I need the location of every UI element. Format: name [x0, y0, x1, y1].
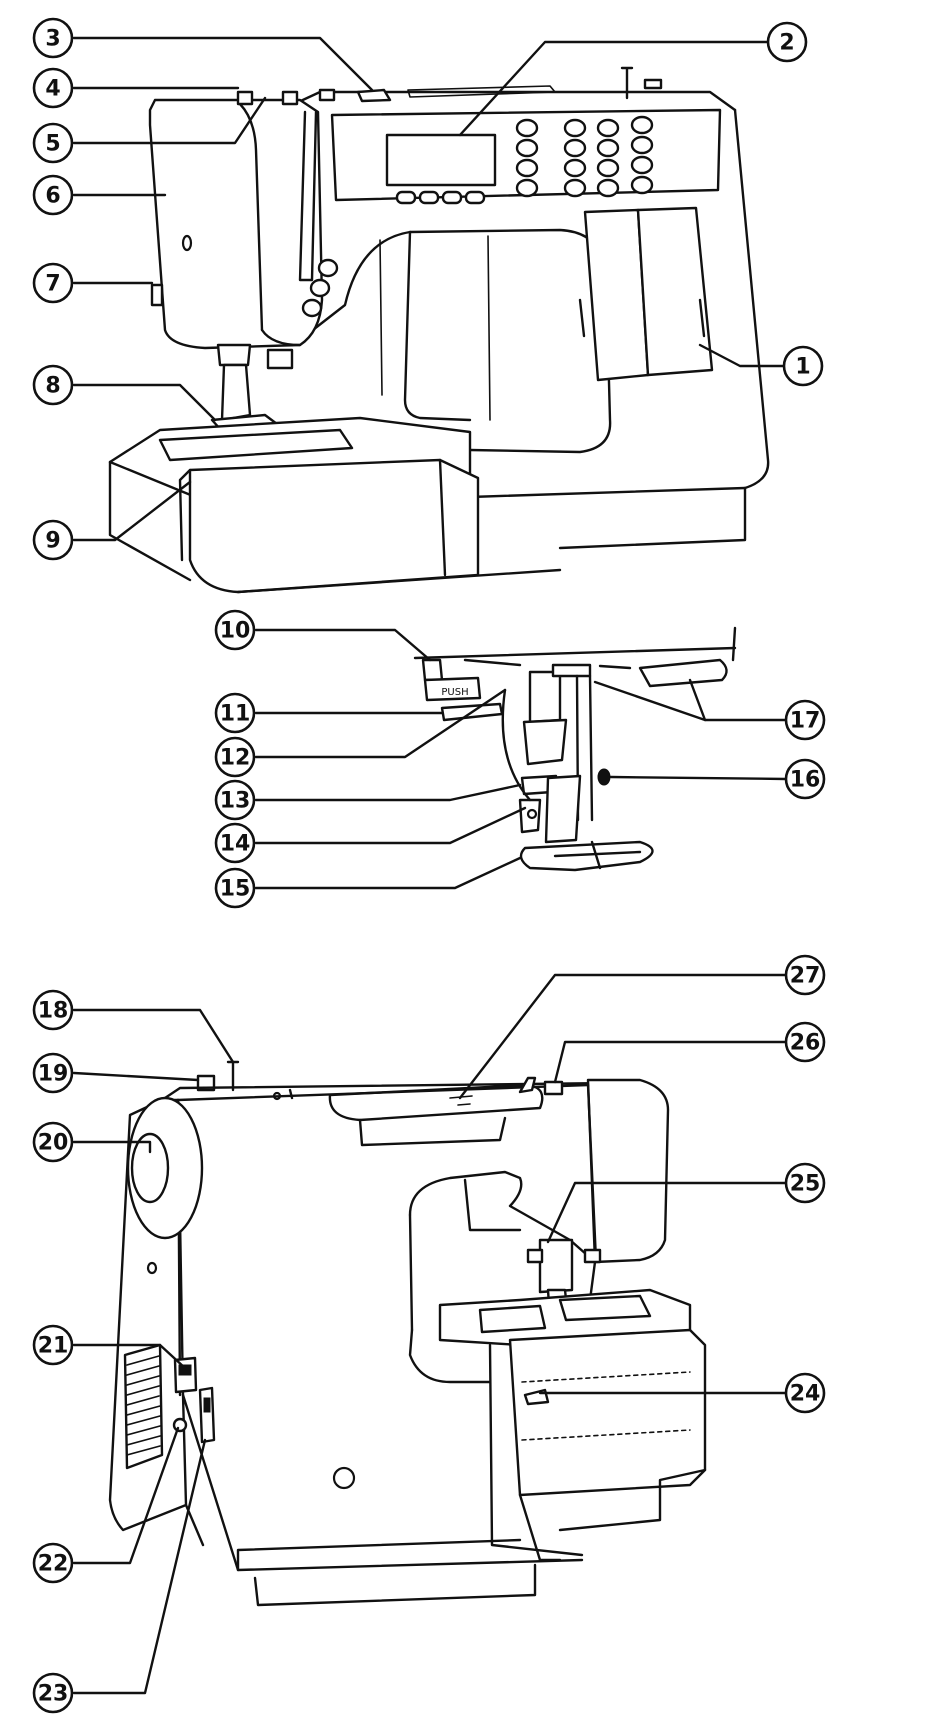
svg-text:5: 5 — [45, 132, 60, 157]
callout-badge-12: 12 — [214, 736, 256, 778]
callout-badge-16: 16 — [784, 758, 826, 800]
svg-text:6: 6 — [45, 184, 60, 209]
svg-text:17: 17 — [790, 709, 821, 734]
svg-text:9: 9 — [45, 529, 60, 554]
callout-badge-19: 19 — [32, 1052, 74, 1094]
svg-text:7: 7 — [45, 272, 60, 297]
svg-text:21: 21 — [38, 1334, 69, 1359]
svg-text:26: 26 — [790, 1031, 821, 1056]
callout-badge-14: 14 — [214, 822, 256, 864]
callout-badge-24: 24 — [784, 1372, 826, 1414]
callout-badge-10: 10 — [214, 609, 256, 651]
callout-badge-9: 9 — [32, 519, 74, 561]
callout-badge-1: 1 — [782, 345, 824, 387]
callout-badge-2: 2 — [766, 21, 808, 63]
badges: 1 2 3 4 5 6 7 8 9 10 11 12 13 14 15 16 1… — [32, 17, 826, 1714]
front-view-machine — [108, 66, 770, 594]
callout-badge-25: 25 — [784, 1162, 826, 1204]
svg-text:3: 3 — [45, 27, 60, 52]
svg-text:15: 15 — [220, 877, 251, 902]
svg-text:1: 1 — [795, 355, 810, 380]
svg-text:14: 14 — [220, 832, 251, 857]
svg-text:22: 22 — [38, 1552, 69, 1577]
presser-foot-detail: PUSH — [413, 626, 737, 872]
callout-badge-6: 6 — [32, 174, 74, 216]
svg-text:27: 27 — [790, 964, 821, 989]
svg-text:11: 11 — [220, 702, 251, 727]
svg-text:12: 12 — [220, 746, 251, 771]
callout-badge-11: 11 — [214, 692, 256, 734]
callout-badge-27: 27 — [784, 954, 826, 996]
svg-text:20: 20 — [38, 1131, 69, 1156]
svg-text:19: 19 — [38, 1062, 69, 1087]
callout-badge-15: 15 — [214, 867, 256, 909]
svg-text:8: 8 — [45, 374, 60, 399]
callout-badge-8: 8 — [32, 364, 74, 406]
svg-text:25: 25 — [790, 1172, 821, 1197]
callout-badge-20: 20 — [32, 1121, 74, 1163]
callout-badge-23: 23 — [32, 1672, 74, 1714]
rear-view-machine — [108, 1060, 707, 1607]
svg-text:18: 18 — [38, 999, 69, 1024]
callout-badge-5: 5 — [32, 122, 74, 164]
callout-badge-26: 26 — [784, 1021, 826, 1063]
callout-badge-3: 3 — [32, 17, 74, 59]
push-label: PUSH — [441, 687, 468, 698]
svg-text:24: 24 — [790, 1382, 821, 1407]
leader-lines — [72, 36, 788, 1695]
callout-badge-7: 7 — [32, 262, 74, 304]
svg-text:16: 16 — [790, 768, 821, 793]
callout-badge-18: 18 — [32, 989, 74, 1031]
callout-badge-17: 17 — [784, 699, 826, 741]
callout-badge-21: 21 — [32, 1324, 74, 1366]
svg-text:13: 13 — [220, 789, 251, 814]
svg-text:23: 23 — [38, 1682, 69, 1707]
svg-text:2: 2 — [779, 31, 794, 56]
callout-badge-13: 13 — [214, 779, 256, 821]
callout-badge-4: 4 — [32, 67, 74, 109]
svg-text:4: 4 — [45, 77, 60, 102]
svg-text:10: 10 — [220, 619, 251, 644]
callout-badge-22: 22 — [32, 1542, 74, 1584]
